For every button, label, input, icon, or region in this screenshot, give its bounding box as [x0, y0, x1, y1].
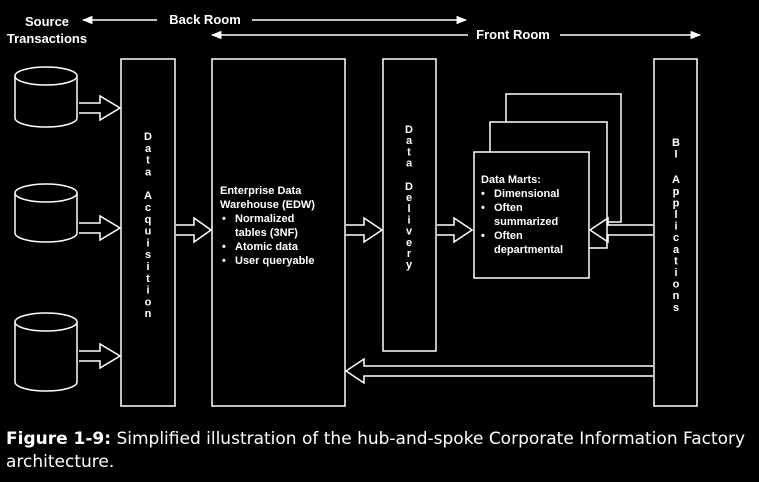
- edw-title-line1: Enterprise Data: [220, 185, 302, 197]
- bi-applications-letter: p: [673, 197, 680, 209]
- data-acquisition-letter: i: [146, 261, 149, 273]
- edw-box: [211, 58, 346, 407]
- data-acquisition-letter: i: [146, 285, 149, 297]
- source-database-2: [14, 183, 78, 243]
- bi-applications-letter: a: [673, 244, 680, 256]
- edw-bullet-3-dot: •: [222, 255, 226, 267]
- source-database-3: [14, 312, 78, 392]
- data-delivery-letter: a: [406, 135, 413, 147]
- front-room-label: Front Room: [476, 27, 550, 42]
- cif-diagram: Source Transactions Back Room Front Room…: [7, 12, 702, 407]
- data-acquisition-box: [120, 58, 176, 407]
- edw-bullet-1-line1: Normalized: [235, 213, 294, 225]
- data-acquisition-letter: t: [146, 273, 150, 285]
- data-acquisition-letter: u: [145, 226, 152, 238]
- bi-to-marts-arrow: [588, 216, 653, 244]
- source-2-flow-arrow: [79, 214, 122, 242]
- marts-bullet-2-dot: •: [481, 202, 485, 214]
- bi-applications-letter: t: [674, 255, 678, 267]
- marts-bullet-2-line1: Often: [494, 202, 523, 214]
- bi-applications-letter: A: [672, 174, 680, 186]
- data-acquisition-letter: n: [145, 308, 152, 320]
- figure-caption-text: Simplified illustration of the hub-and-s…: [6, 429, 746, 472]
- marts-bullet-3-line1: Often: [494, 230, 523, 242]
- edw-title-line2: Warehouse (EDW): [220, 199, 315, 211]
- edw-bullet-1-dot: •: [222, 213, 226, 225]
- bi-applications-letter: s: [673, 302, 679, 314]
- data-delivery-letter: v: [406, 226, 413, 238]
- bi-applications-box: [653, 58, 698, 407]
- data-delivery-box: [382, 58, 437, 352]
- data-delivery-letter: D: [405, 181, 413, 193]
- delivery-to-marts-arrow: [437, 216, 474, 244]
- data-delivery-letter: a: [406, 158, 413, 170]
- edw-to-delivery-arrow: [346, 216, 384, 244]
- data-acquisition-letter: q: [145, 214, 152, 226]
- source-transactions-label-line1: Source: [25, 14, 69, 29]
- source-3-flow-arrow: [79, 342, 122, 370]
- back-room-label: Back Room: [169, 12, 241, 27]
- source-database-1: [14, 66, 78, 128]
- data-acquisition-letter: t: [146, 155, 150, 167]
- data-marts-title: Data Marts:: [481, 174, 541, 186]
- bi-applications-letter: o: [673, 279, 680, 291]
- edw-bullet-2: Atomic data: [235, 241, 299, 253]
- data-delivery-letter: e: [406, 237, 412, 249]
- data-acquisition-letter: i: [146, 237, 149, 249]
- data-acquisition-letter: D: [144, 131, 152, 143]
- data-delivery-letter: r: [407, 248, 412, 260]
- bi-applications-letter: n: [673, 290, 680, 302]
- data-acquisition-letter: a: [145, 166, 152, 178]
- data-acquisition-letter: c: [145, 202, 151, 214]
- bi-applications-letter: B: [672, 137, 680, 149]
- edw-bullet-3: User queryable: [235, 255, 314, 267]
- bi-applications-letter: p: [673, 186, 680, 198]
- bi-applications-letter: i: [674, 221, 677, 233]
- data-delivery-letter: y: [406, 259, 413, 271]
- source-1-flow-arrow: [79, 94, 122, 122]
- edw-bullet-1-line2: tables (3NF): [235, 227, 298, 239]
- bi-applications-letter: l: [674, 209, 677, 221]
- edw-bullet-2-dot: •: [222, 241, 226, 253]
- data-delivery-letter: t: [407, 146, 411, 158]
- figure-number: Figure 1-9:: [6, 429, 112, 449]
- bi-applications-letter: c: [673, 232, 679, 244]
- data-delivery-letter: D: [405, 124, 413, 136]
- bi-applications-letter: i: [674, 267, 677, 279]
- data-acquisition-letter: a: [145, 143, 152, 155]
- marts-bullet-1-dot: •: [481, 188, 485, 200]
- acquisition-to-edw-arrow: [176, 216, 213, 244]
- data-delivery-letter: e: [406, 192, 412, 204]
- data-acquisition-letter: o: [145, 296, 152, 308]
- source-transactions-label-line2: Transactions: [7, 31, 87, 46]
- data-acquisition-letter: s: [145, 249, 151, 261]
- bi-applications-letter: I: [674, 149, 677, 161]
- data-mart-stack-front: [473, 151, 590, 279]
- marts-bullet-3-line2: departmental: [494, 244, 563, 256]
- marts-bullet-1: Dimensional: [494, 188, 559, 200]
- marts-bullet-3-dot: •: [481, 230, 485, 242]
- data-delivery-letter: l: [407, 203, 410, 215]
- bi-to-edw-arrow: [344, 357, 653, 385]
- figure-caption: Figure 1-9: Simplified illustration of t…: [6, 428, 756, 474]
- marts-bullet-2-line2: summarized: [494, 216, 558, 228]
- data-delivery-letter: i: [407, 214, 410, 226]
- data-acquisition-letter: A: [144, 190, 152, 202]
